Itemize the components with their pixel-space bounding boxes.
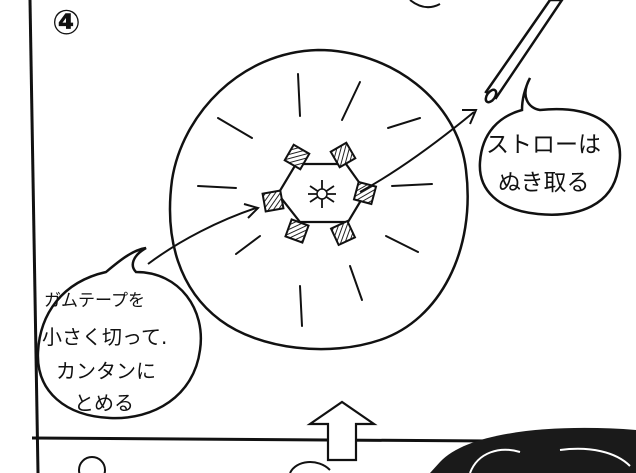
callout-left-line3: カンタンに — [56, 359, 156, 383]
tape-pieces — [261, 141, 378, 247]
callout-left-line2: 小さく切って. — [42, 325, 167, 349]
step-number: ④ — [52, 3, 81, 43]
up-arrow-icon — [306, 400, 378, 462]
callout-left-line1: ガムテープを — [44, 291, 145, 311]
tape-piece — [283, 143, 311, 171]
tape-piece — [329, 219, 357, 247]
callout-right: ストローは ぬき取る — [478, 77, 622, 216]
arrow-to-tape — [147, 203, 260, 265]
callout-right-line1: ストローは — [486, 132, 601, 158]
tape-piece — [284, 218, 310, 244]
straw — [409, 0, 564, 104]
callout-right-line2: ぬき取る — [498, 170, 590, 196]
tape-piece — [352, 180, 378, 206]
tape-piece — [329, 141, 357, 169]
panel-left-border — [28, 0, 40, 473]
arrow-to-straw-hole — [359, 109, 478, 193]
callout-left: ガムテープを 小さく切って. カンタンに とめる — [36, 246, 203, 420]
tape-piece — [261, 189, 285, 213]
next-panel-fragment — [78, 427, 636, 473]
callout-left-line4: とめる — [74, 391, 134, 415]
